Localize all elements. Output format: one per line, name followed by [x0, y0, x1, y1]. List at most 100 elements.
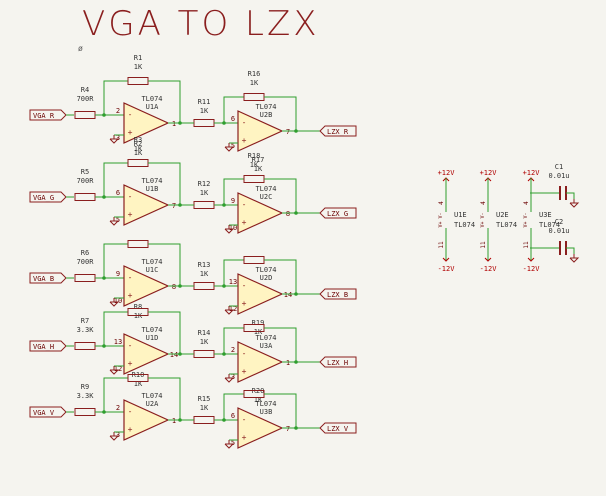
opamp-u1d-input-sign-bottom: + — [128, 359, 133, 368]
power-pin-top: 4 — [480, 201, 487, 205]
opamp2-part: TL074 — [255, 266, 276, 274]
opamp-u2b-input-sign-bottom: + — [242, 136, 247, 145]
opamp2-pin-minus: 6 — [231, 412, 235, 420]
input-label-vga_b-flag — [29, 272, 67, 284]
input-resistor-value: 700R — [77, 258, 95, 266]
power-pin-label: V+ V- — [438, 212, 444, 227]
title-marker: ø — [78, 44, 83, 53]
ground-symbol — [569, 202, 580, 208]
opamp1-pin-out: 14 — [170, 351, 178, 359]
inter-stage-resistor-value: 1K — [200, 338, 209, 346]
opamp1-pin-out: 1 — [172, 417, 176, 425]
input-label-vga_v: VGA_V — [33, 409, 55, 417]
opamp-u3b — [237, 407, 284, 449]
power-arrow-down — [527, 257, 535, 262]
opamp-u1a-input-sign-top: - — [128, 110, 133, 119]
opamp1-ref: U1C — [146, 266, 159, 274]
input-resistor — [74, 111, 96, 119]
opamp1-pin-plus: 3 — [116, 431, 120, 439]
opamp-u1b — [123, 184, 170, 226]
ground-symbol — [224, 309, 235, 315]
opamp-u2c-input-sign-bottom: + — [242, 218, 247, 227]
ground-symbol — [109, 220, 120, 226]
input-label-vga_v-flag — [29, 406, 67, 418]
bias-resistor-2-ref: R19 — [252, 319, 265, 327]
opamp2-pin-out: 8 — [286, 210, 290, 218]
opamp1-part: TL074 — [141, 392, 162, 400]
opamp-u1c-input-sign-top: - — [128, 273, 133, 282]
opamp1-pin-plus: 3 — [116, 134, 120, 142]
feedback-wire — [103, 80, 128, 115]
opamp1-part: TL074 — [141, 258, 162, 266]
opamp-u1c — [123, 265, 170, 307]
power-pin-top: 4 — [438, 201, 445, 205]
feedback-wire — [103, 243, 128, 278]
opamp2-pin-minus: 9 — [231, 197, 235, 205]
opamp2-pin-out: 1 — [286, 359, 290, 367]
ground-symbol — [224, 377, 235, 383]
opamp1-pin-minus: 6 — [116, 189, 120, 197]
feedback-wire — [264, 327, 297, 362]
capacitor-ref: C2 — [555, 218, 563, 226]
inter-stage-resistor-value: 1K — [200, 404, 209, 412]
feedback-wire — [148, 377, 181, 420]
feedback-wire — [223, 393, 244, 420]
opamp-u3a-input-sign-bottom: + — [242, 367, 247, 376]
opamp2-pin-out: 7 — [286, 425, 290, 433]
inter-stage-resistor — [193, 282, 215, 290]
opamp2-part: TL074 — [255, 103, 276, 111]
opamp-u1b-input-sign-top: - — [128, 192, 133, 201]
opamp1-ref: U1D — [146, 334, 159, 342]
inter-stage-resistor-ref: R11 — [198, 98, 211, 106]
opamp1-pin-minus: 2 — [116, 404, 120, 412]
opamp-u2d-input-sign-bottom: + — [242, 299, 247, 308]
opamp-u1a-input-sign-bottom: + — [128, 128, 133, 137]
ground-symbol — [109, 301, 120, 307]
opamp1-part: TL074 — [141, 95, 162, 103]
opamp2-pin-plus: 10 — [229, 224, 237, 232]
power-unit-part: TL074 — [496, 221, 517, 229]
output-label-lzx_g: LZX_G — [327, 210, 348, 218]
feedback-wire — [103, 311, 128, 346]
opamp-u2a-input-sign-bottom: + — [128, 425, 133, 434]
power-rail-minus: -12V — [480, 265, 498, 273]
bias-resistor-1-ref: R2 — [134, 140, 142, 148]
power-unit-part: TL074 — [454, 221, 475, 229]
power-pin-top: 4 — [523, 201, 530, 205]
feedback-resistor-1-value: 1K — [134, 145, 143, 153]
inter-stage-resistor — [193, 350, 215, 358]
inter-stage-resistor-ref: R14 — [198, 329, 211, 337]
feedback-wire — [223, 178, 244, 205]
opamp1-ref: U2A — [146, 400, 159, 408]
input-resistor-ref: R7 — [81, 317, 89, 325]
inter-stage-resistor-value: 1K — [200, 270, 209, 278]
inter-stage-resistor — [193, 119, 215, 127]
opamp-u1c-input-sign-bottom: + — [128, 291, 133, 300]
input-resistor — [74, 193, 96, 201]
opamp-u2a — [123, 399, 170, 441]
output-label-lzx_b: LZX_B — [327, 291, 348, 299]
ground-symbol — [109, 369, 120, 375]
opamp2-part: TL074 — [255, 185, 276, 193]
opamp2-part: TL074 — [255, 400, 276, 408]
output-label-lzx_v-flag — [319, 422, 357, 434]
opamp2-ref: U3B — [260, 408, 273, 416]
input-resistor-ref: R9 — [81, 383, 89, 391]
power-rail-plus: +12V — [480, 169, 498, 177]
ground-symbol — [109, 435, 120, 441]
opamp-u3a — [237, 341, 284, 383]
feedback-wire — [223, 259, 244, 286]
feedback-wire — [148, 162, 181, 205]
feedback-resistor-2 — [243, 93, 265, 101]
feedback-wire — [103, 162, 128, 197]
opamp-u3a-input-sign-top: - — [242, 349, 247, 358]
output-label-lzx_h-flag — [319, 356, 357, 368]
opamp-u2d — [237, 273, 284, 315]
output-label-lzx_h: LZX_H — [327, 359, 348, 367]
opamp1-pin-plus: 5 — [116, 216, 120, 224]
feedback-wire — [148, 80, 181, 123]
feedback-wire — [264, 259, 297, 294]
power-rail-minus: -12V — [438, 265, 456, 273]
inter-stage-resistor — [193, 201, 215, 209]
